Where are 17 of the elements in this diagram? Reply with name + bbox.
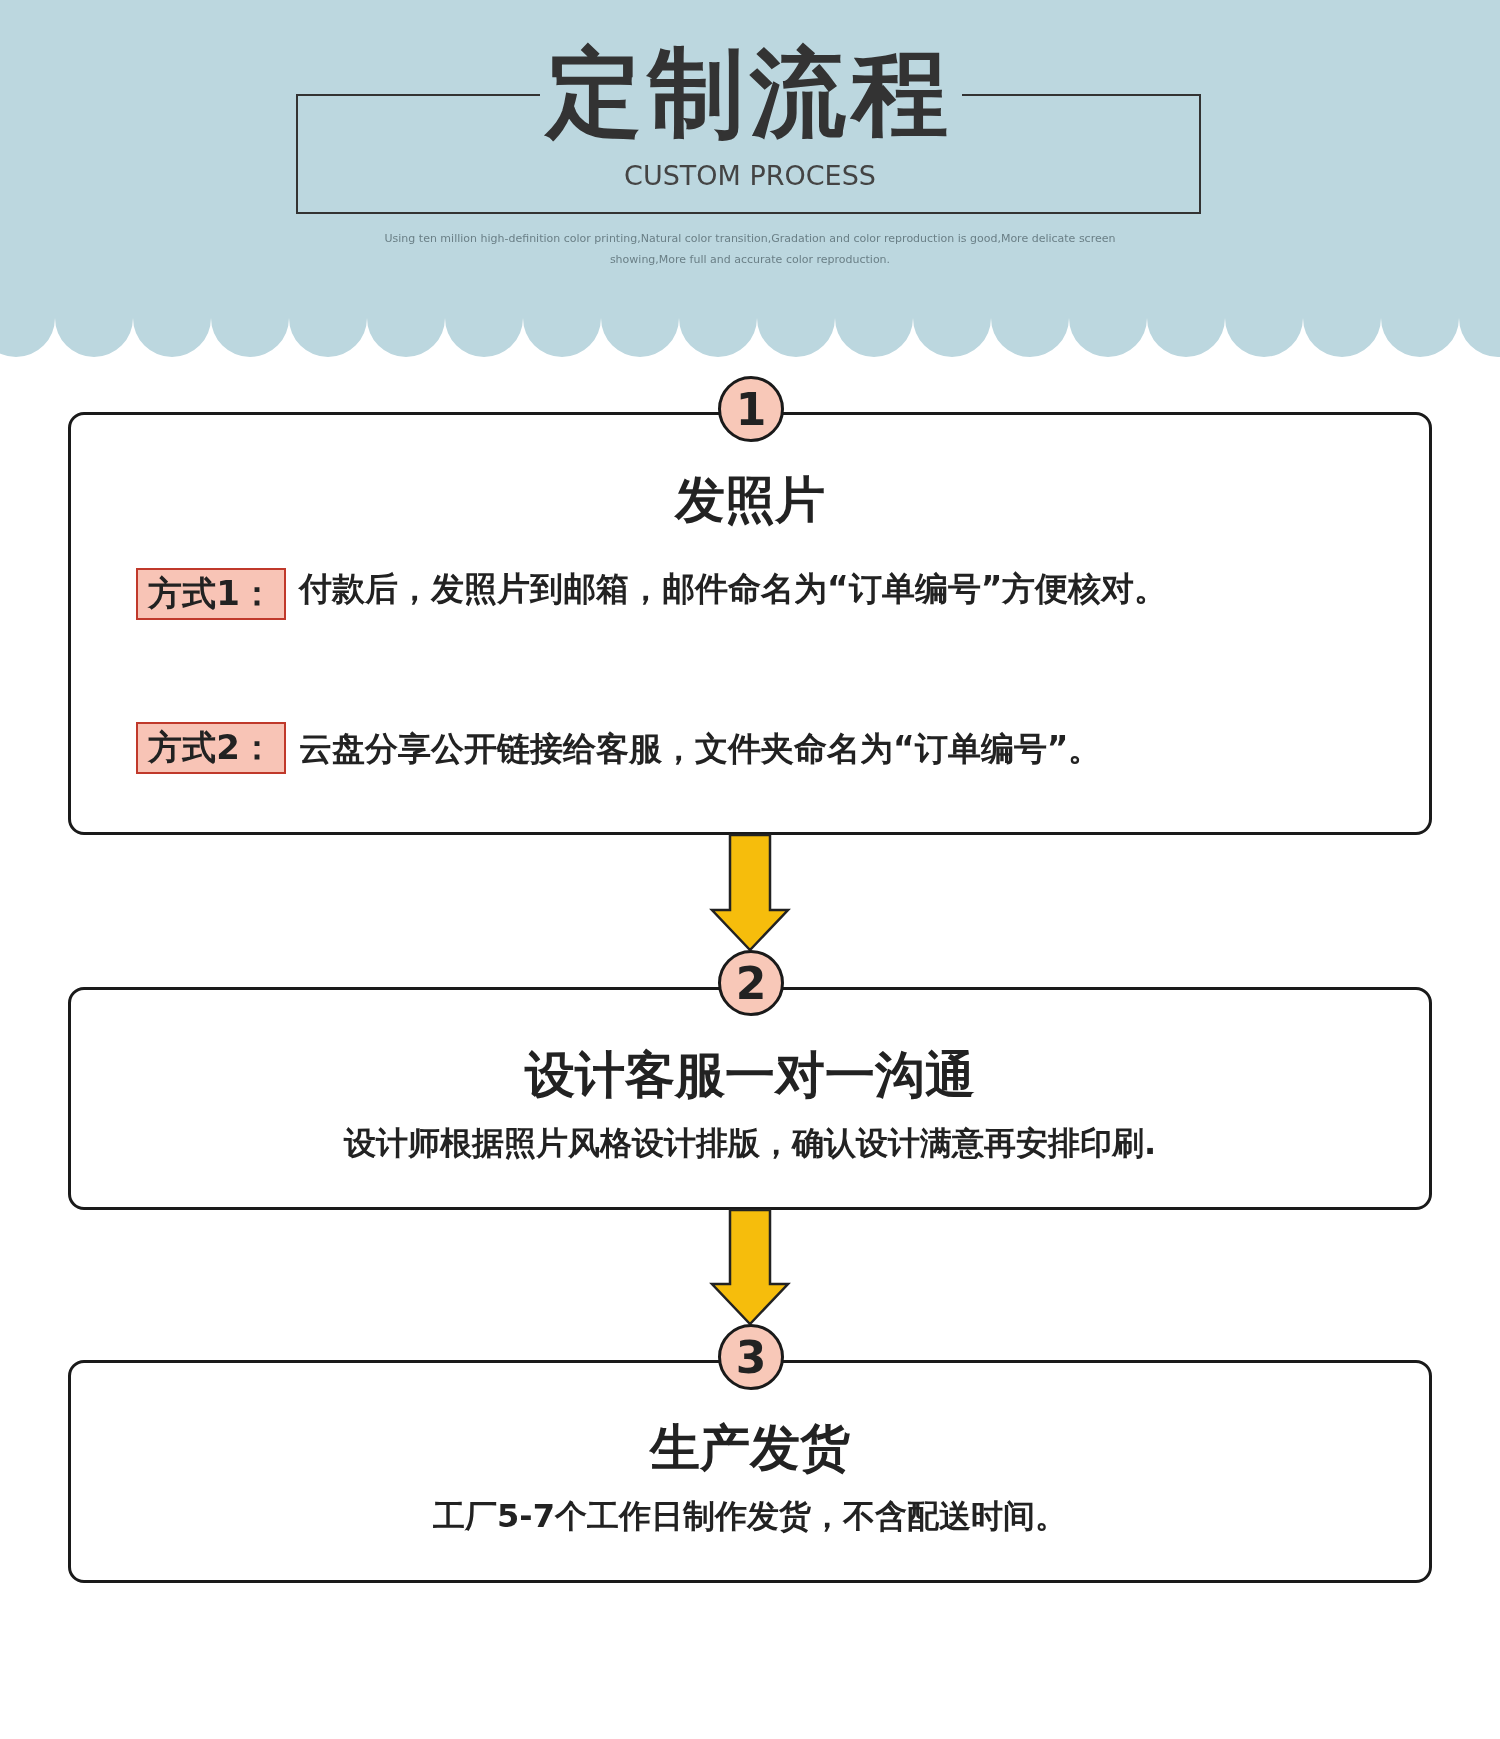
subtitle: CUSTOM PROCESS bbox=[623, 159, 877, 193]
step-description: 工厂5-7个工作日制作发货，不含配送时间。 bbox=[432, 1496, 1068, 1537]
arrow bbox=[709, 1208, 791, 1326]
step-heading: 生产发货 bbox=[648, 1418, 851, 1479]
method-tag: 方式2： bbox=[136, 722, 286, 774]
step-number: 3 bbox=[718, 1324, 784, 1390]
step-description: 设计师根据照片风格设计排版，确认设计满意再安排印刷. bbox=[342, 1123, 1158, 1164]
method-description: 云盘分享公开链接给客服，文件夹命名为“订单编号”。 bbox=[299, 728, 1103, 770]
step-heading: 发照片 bbox=[673, 470, 826, 531]
method-description: 付款后，发照片到邮箱，邮件命名为“订单编号”方便核对。 bbox=[299, 568, 1169, 610]
step-number: 2 bbox=[718, 950, 784, 1016]
step-number: 1 bbox=[718, 376, 784, 442]
description-text: Using ten million high-definition color printing,Natural color transition,Gradation and color reproduction is good,More delicate screen showing,More full and accurate color reproduction. bbox=[383, 231, 1117, 268]
step-heading: 设计客服一对一沟通 bbox=[523, 1045, 976, 1106]
arrow bbox=[709, 833, 791, 952]
title: 定制流程 bbox=[543, 38, 955, 148]
method-tag: 方式1： bbox=[136, 568, 286, 620]
